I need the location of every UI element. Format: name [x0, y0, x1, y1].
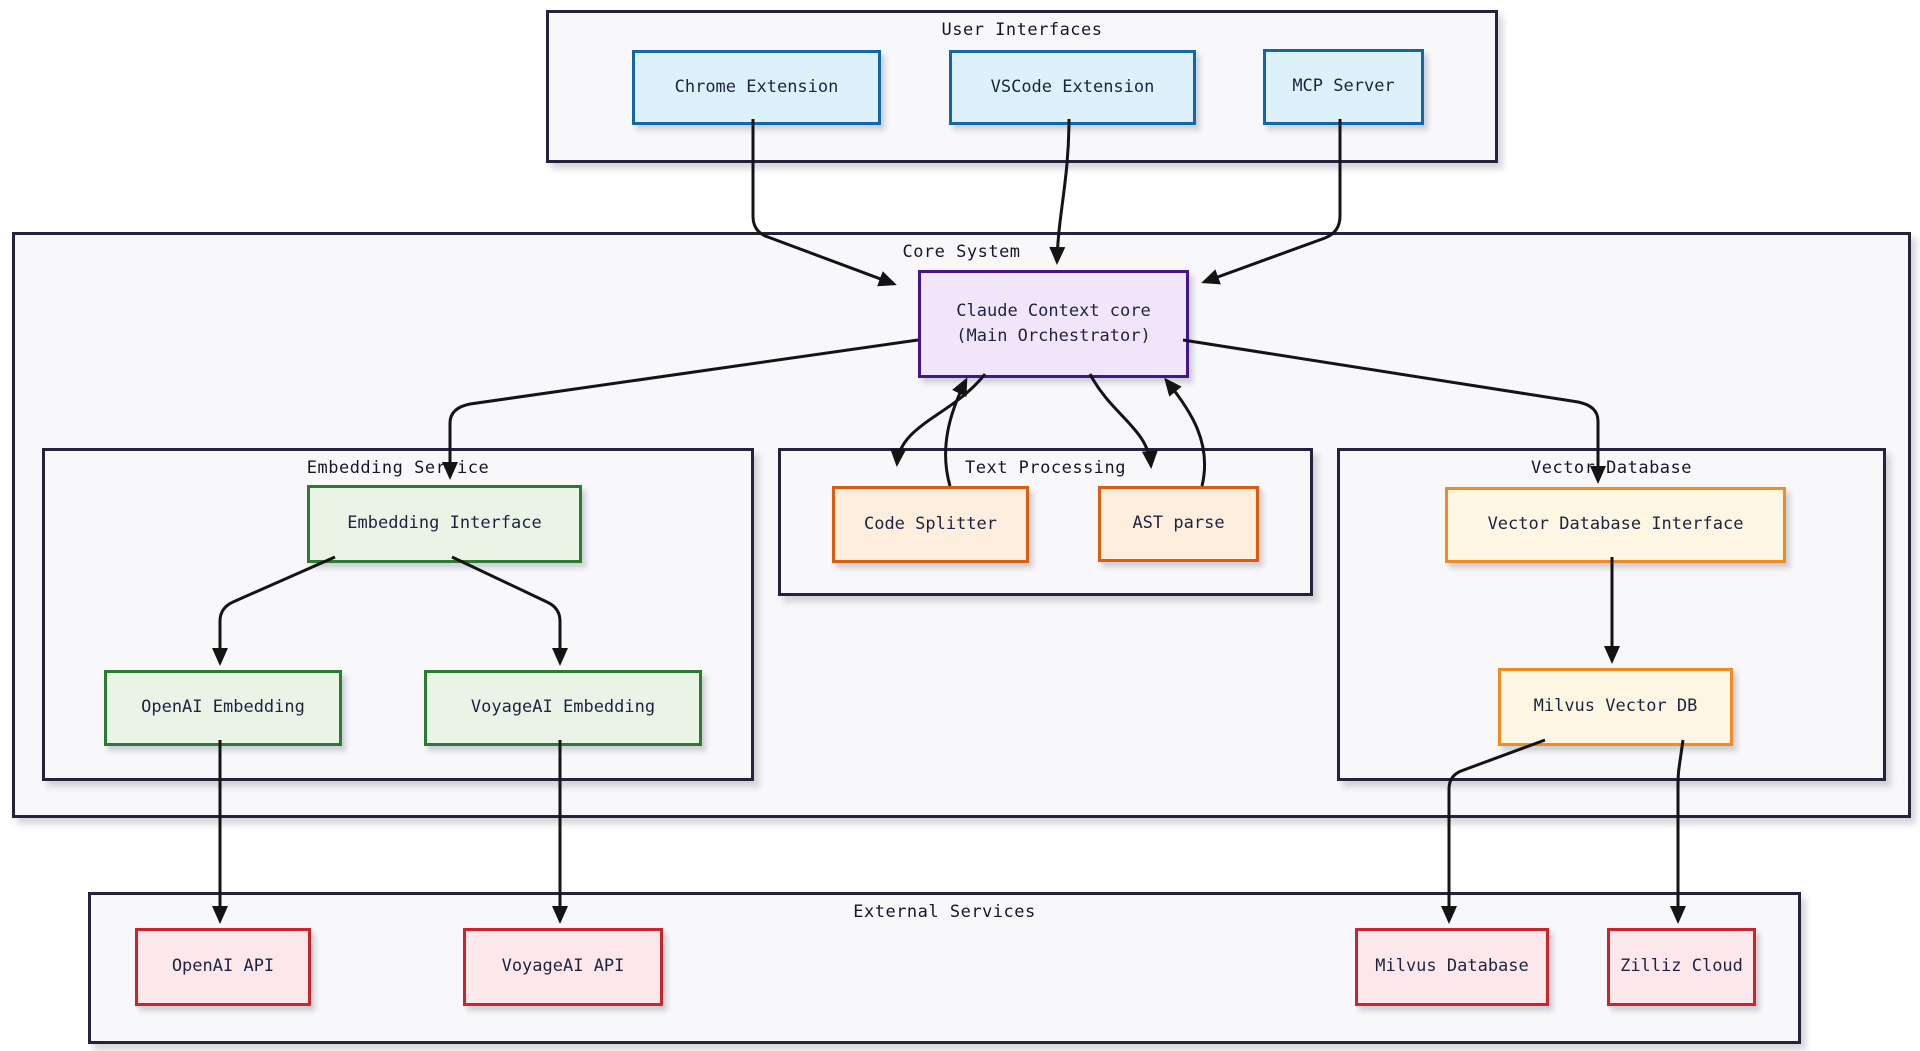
node-label: Vector Database Interface [1487, 514, 1744, 535]
node-label: Embedding Interface [347, 513, 542, 534]
node-label: MCP Server [1292, 76, 1395, 97]
node-label: VoyageAI Embedding [470, 697, 656, 718]
node-ast-parse: AST parse [1098, 486, 1259, 562]
node-voyageai-api: VoyageAI API [463, 928, 663, 1006]
container-label-embedding-service: Embedding Service [306, 458, 490, 478]
node-code-splitter: Code Splitter [832, 486, 1029, 563]
node-openai-embedding: OpenAI Embedding [104, 670, 342, 746]
node-mcp-server: MCP Server [1263, 49, 1424, 125]
node-milvus-vector-db: Milvus Vector DB [1498, 668, 1733, 746]
container-label-core-system: Core System [902, 242, 1021, 262]
node-voyageai-embedding: VoyageAI Embedding [424, 670, 702, 746]
node-vector-database-interface: Vector Database Interface [1445, 487, 1786, 563]
node-label: Chrome Extension [674, 76, 839, 97]
node-zilliz-cloud: Zilliz Cloud [1607, 928, 1756, 1006]
node-label: VoyageAI API [501, 956, 625, 977]
node-label: Zilliz Cloud [1620, 956, 1743, 977]
node-label: VSCode Extension [990, 76, 1155, 97]
node-label: OpenAI API [171, 956, 275, 977]
container-label-external-services: External Services [853, 902, 1036, 922]
node-label: AST parse [1132, 513, 1225, 534]
node-label: Code Splitter [863, 513, 998, 534]
node-openai-api: OpenAI API [135, 928, 311, 1006]
container-label-text-processing: Text Processing [964, 458, 1127, 478]
node-label: Milvus Vector DB [1533, 696, 1698, 717]
node-vscode-extension: VSCode Extension [949, 50, 1196, 125]
node-milvus-database: Milvus Database [1355, 928, 1549, 1006]
node-claude-context-core: Claude Context core (Main Orchestrator) [918, 270, 1189, 378]
node-label-line1: Claude Context core [956, 300, 1151, 321]
node-embedding-interface: Embedding Interface [307, 485, 582, 563]
container-label-vector-database: Vector Database [1530, 458, 1693, 478]
node-label: Milvus Database [1375, 956, 1529, 977]
node-label-line2: (Main Orchestrator) [956, 326, 1151, 346]
node-label: OpenAI Embedding [141, 697, 305, 718]
container-label-user-interfaces: User Interfaces [941, 20, 1103, 40]
node-chrome-extension: Chrome Extension [632, 50, 881, 125]
